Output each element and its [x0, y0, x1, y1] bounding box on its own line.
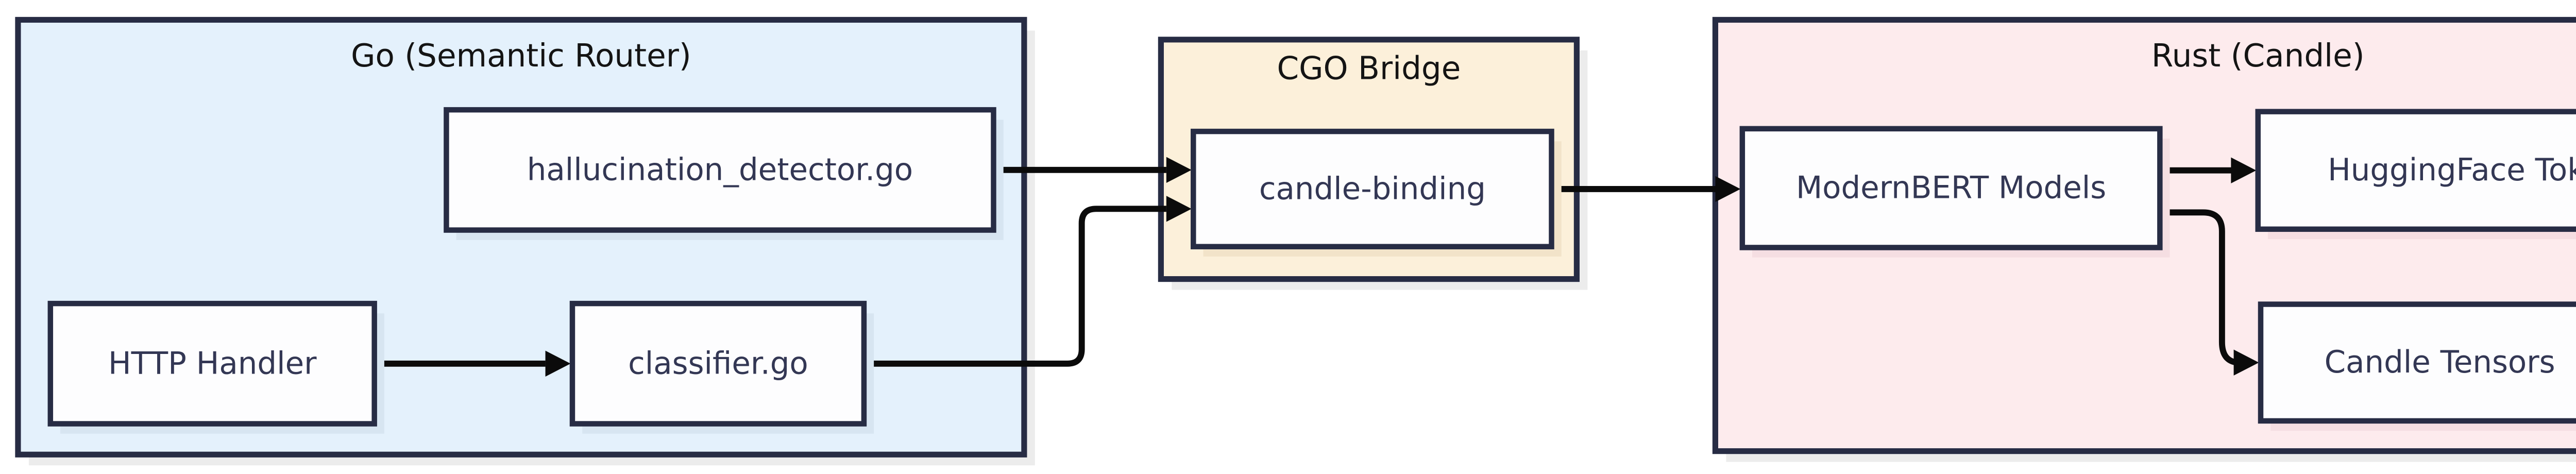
- node-modernbert: ModernBERT Models: [1739, 126, 2170, 258]
- node-label: Candle Tensors: [2325, 345, 2555, 380]
- node-classifier: classifier.go: [569, 300, 874, 434]
- arrowhead-icon: [1166, 157, 1192, 183]
- node-candle-tensors: Candle Tensors: [2258, 301, 2576, 431]
- node-tokenizers: HuggingFace Tokenizers: [2255, 109, 2576, 240]
- node-label: HuggingFace Tokenizers: [2328, 153, 2576, 188]
- node-label: hallucination_detector.go: [527, 152, 913, 188]
- node-rect: [569, 300, 867, 427]
- arrowhead-icon: [545, 350, 571, 377]
- edge-modernbert-to-tokenizers: [2160, 157, 2257, 183]
- arrowhead-icon: [1166, 196, 1192, 222]
- subgraph-rust-title: Rust (Candle): [2151, 38, 2365, 74]
- node-http-handler: HTTP Handler: [47, 300, 384, 434]
- node-candle-binding: candle-binding: [1191, 128, 1562, 257]
- subgraph-cgo-title: CGO Bridge: [1277, 50, 1461, 87]
- node-label: HTTP Handler: [108, 346, 317, 381]
- arrowhead-icon: [2231, 157, 2257, 183]
- node-rect: [1191, 128, 1554, 249]
- edge-classifier-to-candle-binding: [863, 196, 1192, 367]
- node-hallucination-detector: hallucination_detector.go: [444, 107, 1004, 240]
- edges: [374, 157, 2259, 377]
- node-rect: [444, 107, 996, 233]
- edge-modernbert-to-candle-tensors: [2160, 209, 2259, 376]
- arrowhead-icon: [1715, 176, 1741, 202]
- node-rect: [2258, 301, 2576, 424]
- node-rect: [2255, 109, 2576, 232]
- edge-http-handler-to-classifier: [374, 350, 571, 377]
- subgraph-go-title: Go (Semantic Router): [351, 38, 691, 74]
- edge-hallucination-detector-to-candle-binding: [993, 157, 1192, 183]
- arrowhead-icon: [2233, 349, 2259, 376]
- node-rect: [1739, 126, 2163, 250]
- edge-candle-binding-to-modernbert: [1551, 176, 1741, 202]
- node-rect: [47, 300, 377, 427]
- node-label: ModernBERT Models: [1796, 171, 2106, 206]
- node-label: candle-binding: [1259, 171, 1486, 207]
- node-label: classifier.go: [628, 346, 808, 381]
